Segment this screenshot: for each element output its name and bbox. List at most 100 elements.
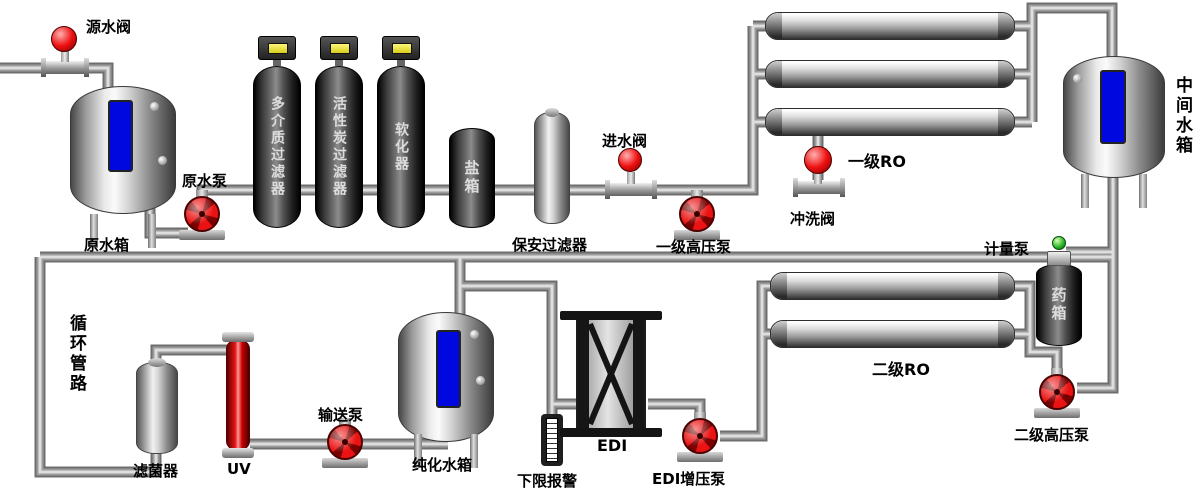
salt-tank: 盐箱 <box>449 128 495 228</box>
pump-outlet <box>691 190 703 199</box>
uv-cap <box>222 332 254 342</box>
tank-level-window <box>436 330 461 408</box>
vessel-label: 多介质过滤器 <box>269 96 285 198</box>
source-valve-flange <box>41 58 89 77</box>
filter-controller-icon[interactable] <box>320 36 358 60</box>
purified-water-tank <box>398 312 494 470</box>
controller-stem <box>273 58 281 66</box>
label-purified-tank: 纯化水箱 <box>412 456 473 474</box>
pump-base <box>1034 408 1080 418</box>
pump-impeller <box>1039 374 1075 410</box>
vessel-label: 软化器 <box>393 121 409 173</box>
pump-outlet <box>339 418 351 427</box>
softener-vessel: 软化器 <box>377 66 425 228</box>
controller-stem <box>397 58 405 66</box>
bolt-icon <box>158 156 167 165</box>
uv-cap <box>222 448 254 458</box>
ro1-membrane <box>765 12 1015 40</box>
metering-pump-indicator <box>1052 236 1066 250</box>
flush-valve-flange <box>793 178 845 197</box>
pump-impeller <box>184 196 220 232</box>
metering-pump-body <box>1047 251 1071 266</box>
metering-pump[interactable] <box>1047 236 1071 266</box>
label-sterile-filter: 滤菌器 <box>133 462 179 480</box>
label-stage2-ro: 二级RO <box>872 360 930 379</box>
label-uv: UV <box>227 460 251 478</box>
edi-bottom-plate <box>560 428 662 437</box>
controller-screen <box>392 43 412 54</box>
inlet-valve-stem <box>627 172 635 184</box>
filter-controller-icon[interactable] <box>258 36 296 60</box>
tank-leg <box>1081 174 1089 208</box>
label-security-filter: 保安过滤器 <box>512 236 588 254</box>
label-intermediate-tank: 中间水箱 <box>1172 76 1192 156</box>
bolt-icon <box>1073 74 1082 83</box>
filter-controller-icon[interactable] <box>382 36 420 60</box>
tank-level-window <box>108 100 133 172</box>
edi-side-plate <box>578 320 589 428</box>
pump-outlet <box>694 412 706 421</box>
label-stage1-hp-pump: 一级高压泵 <box>656 238 732 256</box>
multimedia-filter-vessel: 多介质过滤器 <box>253 66 301 228</box>
security-filter-vessel <box>534 108 570 224</box>
label-stage2-hp-pump: 二级高压泵 <box>1014 426 1090 444</box>
pump-base <box>322 458 368 468</box>
bolt-icon <box>150 102 159 111</box>
chemical-tank: 药箱 <box>1036 264 1082 346</box>
transfer-pump[interactable] <box>322 418 368 468</box>
inlet-valve[interactable] <box>618 148 642 172</box>
label-raw-pump: 原水泵 <box>182 172 228 190</box>
flush-valve[interactable] <box>804 146 832 174</box>
label-raw-tank: 原水箱 <box>84 236 130 254</box>
raw-water-tank <box>70 86 176 248</box>
label-edi: EDI <box>597 436 628 455</box>
low-limit-alarm-gauge <box>541 414 563 466</box>
label-transfer-pump: 输送泵 <box>318 406 364 424</box>
tank-leg <box>90 214 98 248</box>
vessel-label: 活性炭过滤器 <box>331 96 347 198</box>
tank-leg <box>414 434 422 468</box>
intermediate-tank <box>1063 56 1165 208</box>
edi-booster-pump[interactable] <box>677 412 723 462</box>
ro1-membrane <box>765 108 1015 136</box>
uv-sterilizer <box>226 340 250 450</box>
ro1-membrane <box>765 60 1015 88</box>
bolt-icon <box>470 330 479 339</box>
bolt-icon <box>476 376 485 385</box>
pump-base <box>674 230 720 240</box>
label-source-valve: 源水阀 <box>86 18 132 36</box>
pump-impeller <box>679 196 715 232</box>
stage1-hp-pump[interactable] <box>674 190 720 240</box>
vessel-label: 药箱 <box>1049 287 1068 323</box>
stage2-hp-pump[interactable] <box>1034 368 1080 418</box>
inlet-valve-flange <box>605 180 657 199</box>
label-circulation-pipe: 循环管路 <box>66 314 86 394</box>
pump-impeller <box>327 424 363 460</box>
raw-water-pump[interactable] <box>179 190 225 240</box>
label-inlet-valve: 进水阀 <box>602 132 648 150</box>
pump-outlet <box>196 190 208 199</box>
carbon-filter-vessel: 活性炭过滤器 <box>315 66 363 228</box>
ro2-membrane <box>770 320 1015 348</box>
edi-top-plate <box>560 311 662 320</box>
pump-outlet <box>1051 368 1063 377</box>
source-valve[interactable] <box>51 26 77 52</box>
pump-base <box>677 452 723 462</box>
label-stage1-ro: 一级RO <box>848 152 906 171</box>
edi-side-plate <box>633 320 644 428</box>
tank-leg <box>148 214 156 248</box>
label-flush-valve: 冲洗阀 <box>790 210 836 228</box>
pump-impeller <box>682 418 718 454</box>
tank-leg <box>1139 174 1147 208</box>
flush-valve-stem <box>814 172 822 184</box>
ro2-membrane <box>770 272 1015 300</box>
tank-level-window <box>1100 70 1126 144</box>
tank-leg <box>470 434 478 468</box>
edi-module <box>576 318 646 430</box>
controller-stem <box>335 58 343 66</box>
label-edi-booster-pump: EDI增压泵 <box>652 470 726 488</box>
label-metering-pump: 计量泵 <box>984 240 1030 258</box>
source-valve-stem <box>61 50 69 62</box>
